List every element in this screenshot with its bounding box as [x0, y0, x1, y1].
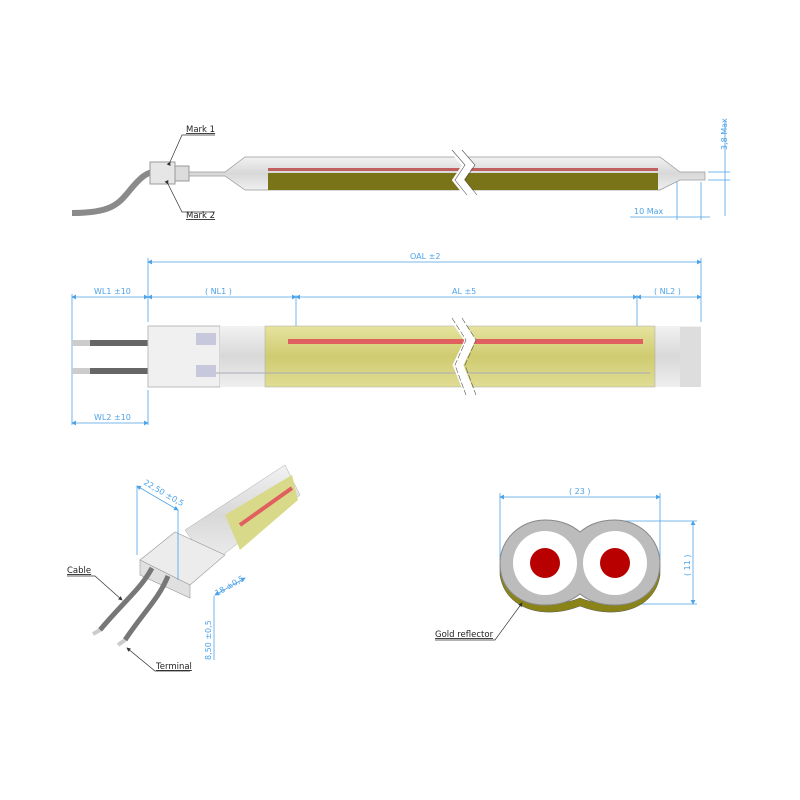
- cable-label: Cable: [67, 566, 91, 576]
- cable: [71, 169, 153, 216]
- ceramic-connector: [149, 161, 176, 185]
- nl1-dim: ( NL1 ): [205, 287, 232, 296]
- depth-dim: 18 ±0,5: [214, 574, 246, 598]
- filament-core-left: [530, 548, 560, 578]
- wl2-dim: WL2 ±10: [94, 413, 131, 422]
- oal-dim: OAL ±2: [410, 252, 440, 261]
- side-view: Mark 1 Mark 2 3,8 Max 10 Max: [71, 118, 730, 221]
- iso-view: 22,50 ±0,5 18 ±0,5 8,50 ±0,5 Cable Termi…: [67, 464, 301, 672]
- reflector-label: Gold reflector: [435, 630, 494, 640]
- length-dim: 10 Max: [634, 207, 664, 216]
- height-dim: ( 11 ): [683, 554, 692, 576]
- mark2-label: Mark 2: [186, 211, 215, 221]
- width-dim: ( 23 ): [569, 487, 591, 496]
- height-dim: 3,8 Max: [720, 118, 729, 150]
- terminal-label: Terminal: [155, 662, 192, 672]
- al-dim: AL ±5: [452, 287, 476, 296]
- cross-section: ( 23 ) ( 11 ) Gold reflector: [435, 487, 697, 641]
- height-dim: 8,50 ±0,5: [204, 620, 213, 660]
- wl1-dim: WL1 ±10: [94, 287, 131, 296]
- gold-reflector: [225, 475, 298, 550]
- filament-core-right: [600, 548, 630, 578]
- nl2-dim: ( NL2 ): [654, 287, 681, 296]
- top-view: OAL ±2 WL1 ±10 ( NL1 ) AL ±5 ( NL2 ) WL2…: [71, 252, 702, 426]
- mark1-label: Mark 1: [186, 125, 215, 135]
